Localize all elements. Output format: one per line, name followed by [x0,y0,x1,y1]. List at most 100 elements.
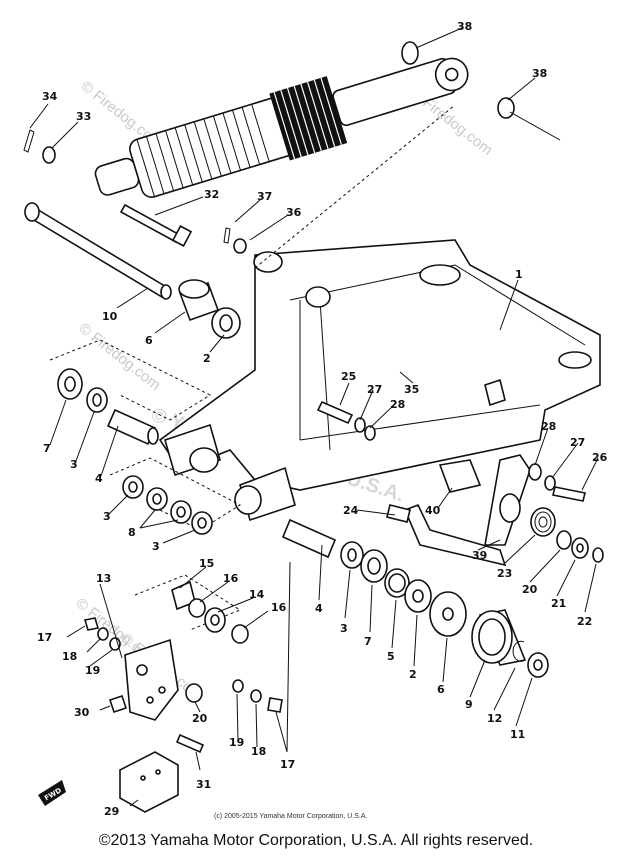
seal-7-left [57,368,83,400]
callout-31: 31 [196,778,211,791]
bushing-14 [204,607,226,633]
callout-40: 40 [425,504,441,517]
callout-3-lower: 3 [152,540,160,553]
callout-11: 11 [510,728,525,741]
swing-arm-1 [158,239,601,491]
pin-37 [223,227,231,244]
bolt-32 [119,203,193,247]
washer-19-right [232,679,244,693]
nut-30 [108,694,128,714]
washer-36 [233,238,247,254]
callout-38-top: 38 [457,20,472,33]
seal-8-b [170,500,192,524]
callout-37: 37 [257,190,272,203]
callout-3-left: 3 [70,458,78,471]
washer-38-right [497,97,515,119]
callout-16-a: 16 [223,572,239,585]
callout-12: 12 [487,712,502,725]
cap-11 [527,652,549,678]
spring-23 [530,507,556,537]
seal-8-a [146,487,168,511]
guard-29 [119,751,179,813]
callout-30: 30 [74,706,90,719]
callout-27-mid: 27 [367,383,382,396]
callout-22: 22 [577,615,592,628]
callout-21: 21 [551,597,566,610]
callout-6-upper: 6 [145,334,153,347]
callout-17-right: 17 [280,758,295,771]
callout-7-right: 7 [364,635,372,648]
washer-16-b [231,624,249,644]
bolt-17-left [83,617,100,631]
callout-2-upper: 2 [203,352,211,365]
bearing-3-mid [122,475,144,499]
washer-20-right [556,530,572,550]
bracket-13 [124,638,179,721]
collar-4-left [106,408,159,446]
callout-27-right: 27 [570,436,585,449]
pivot-tube-left [164,423,221,477]
bolt-24 [386,504,411,523]
collar-4-right [281,518,337,559]
circlip-12 [512,640,526,662]
callout-25: 25 [341,370,356,383]
callout-18-right: 18 [251,745,266,758]
ring-5 [384,568,410,598]
bushing-6-upper [178,279,220,322]
callout-35: 35 [404,383,419,396]
bolt-25 [316,400,376,441]
washer-20-left [185,683,203,703]
washer-19-left [109,637,121,651]
bearing-3-right [340,541,364,569]
callout-9: 9 [465,698,473,711]
cover-9 [471,609,527,666]
bushing-6-lower [429,591,467,637]
collar-right-mid [499,493,521,523]
washer-33 [42,146,56,164]
callout-10: 10 [102,310,118,323]
callout-28-mid: 28 [390,398,405,411]
callout-1: 1 [515,268,523,281]
washer-18-right [250,689,262,703]
callout-8: 8 [128,526,136,539]
callout-3-right: 3 [340,622,348,635]
clip-22 [592,547,604,563]
callout-18-left: 18 [62,650,77,663]
pivot-shaft-10 [24,202,172,300]
callout-labels: 38 38 34 33 32 37 36 1 10 6 2 25 27 35 2… [37,20,608,818]
callout-32: 32 [204,188,219,201]
callout-14: 14 [249,588,265,601]
callout-38-right: 38 [532,67,547,80]
callout-19-left: 19 [85,664,100,677]
callout-17-left: 17 [37,631,52,644]
washer-16-a [188,598,206,618]
callout-19-right: 19 [229,736,244,749]
callout-2-lower: 2 [409,668,417,681]
callout-23: 23 [497,567,512,580]
fwd-arrow-icon: FWD [38,780,66,806]
bolt-17-right [267,697,283,713]
bearing-3-lower [191,511,213,535]
callout-16-b: 16 [271,601,287,614]
bolt-31 [175,733,205,754]
callout-4-left: 4 [95,472,103,485]
washer-27-right [544,475,556,491]
watermark-left: © Firedog.com [76,320,164,394]
callout-20-left: 20 [192,712,208,725]
washer-2-upper [211,307,241,339]
leader-lines [29,27,599,807]
small-copyright: (c) 2005-2015 Yamaha Motor Corporation, … [214,813,367,820]
washer-38-top [401,41,419,65]
footer-copyright: ©2013 Yamaha Motor Corporation, U.S.A. A… [98,832,534,849]
rear-shock-absorber [94,57,469,198]
washer-28-right [528,463,542,481]
callout-5: 5 [387,650,395,663]
callout-36: 36 [286,206,302,219]
callout-3-mid: 3 [103,510,111,523]
washer-18-left [97,627,109,641]
washer-2-lower [404,579,432,613]
bearing-3-left [86,387,108,413]
callout-15: 15 [199,557,214,570]
callout-6-lower: 6 [437,683,445,696]
callout-33: 33 [76,110,91,123]
